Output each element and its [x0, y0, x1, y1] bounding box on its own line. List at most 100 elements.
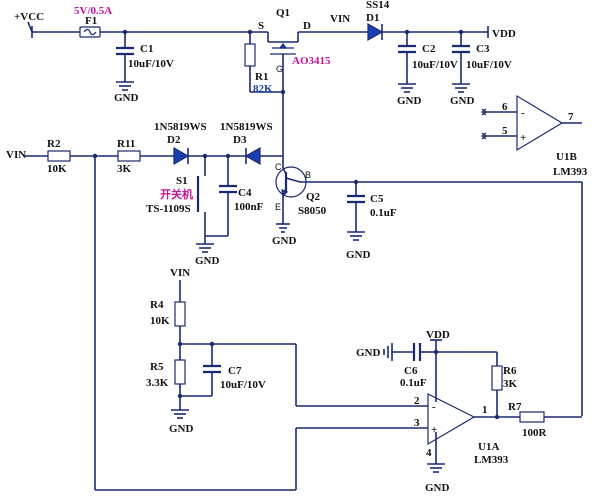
u1a-pin4: 4: [426, 447, 432, 459]
r4-ref: R4: [150, 299, 164, 311]
q1-pin-s: S: [258, 20, 264, 32]
d2-ref: D2: [167, 134, 181, 146]
c1-ref: C1: [140, 43, 153, 55]
q2-pin-c: C: [275, 162, 282, 172]
transistor-q2: [275, 166, 582, 233]
c5-ref: C5: [370, 193, 384, 205]
c7-ref: C7: [228, 365, 242, 377]
top-rail: [31, 26, 488, 38]
u1a-gnd: GND: [425, 482, 450, 494]
q1-ref: Q1: [276, 7, 290, 19]
r7-value: 100R: [522, 427, 548, 439]
q2-pin-e: E: [275, 202, 281, 212]
c5-gnd: GND: [346, 249, 371, 261]
r6-ref: R6: [503, 365, 517, 377]
d1-ref: D1: [366, 12, 379, 24]
c6-value: 0.1uF: [400, 377, 427, 389]
c2-value: 10uF/10V: [412, 59, 458, 71]
resistor-r2: [47, 150, 71, 162]
switch-s1: [196, 156, 228, 253]
q1-pin-d: D: [303, 20, 311, 32]
u1a-pin2: 2: [414, 395, 420, 407]
u1a-minus: -: [432, 401, 436, 413]
r5-value: 3.3K: [146, 377, 169, 389]
diode-d1: [367, 22, 384, 42]
vin-left-label: VIN: [6, 149, 26, 161]
diode-d2: [173, 146, 190, 166]
s1-name: 开关机: [160, 187, 193, 201]
opamp-u1b: [481, 94, 582, 152]
resistor-r1: [244, 32, 286, 95]
divider-network: [171, 280, 428, 490]
u1b-pin7: 7: [568, 111, 574, 123]
c7-value: 10uF/10V: [220, 379, 266, 391]
capacitor-c5: [347, 182, 365, 241]
c3-value: 10uF/10V: [466, 59, 512, 71]
u1a-pin3: 3: [414, 417, 420, 429]
r11-value: 3K: [117, 163, 132, 175]
r5-ref: R5: [150, 361, 164, 373]
diode-d3: [244, 146, 261, 166]
middle-wires: [24, 92, 296, 491]
r5-gnd: GND: [169, 423, 194, 435]
u1a-pin1: 1: [482, 404, 488, 416]
c2-ref: C2: [422, 43, 436, 55]
q2-pin-b: B: [305, 170, 311, 180]
s1-gnd: GND: [195, 255, 220, 267]
q2-gnd: GND: [272, 235, 297, 247]
r2-ref: R2: [47, 138, 61, 150]
vdd-right-label: VDD: [492, 28, 516, 40]
capacitor-c1: [116, 29, 134, 91]
resistor-r11: [117, 150, 141, 162]
q2-part: S8050: [298, 205, 327, 217]
u1b-plus: +: [520, 132, 526, 144]
vin-top-label: VIN: [330, 13, 350, 25]
c2-gnd: GND: [397, 95, 422, 107]
u1b-pin5: 5: [502, 125, 508, 137]
u1a-part: LM393: [474, 454, 509, 466]
q2-ref: Q2: [306, 191, 321, 203]
s1-ref: S1: [176, 175, 188, 187]
u1b-minus: -: [521, 107, 525, 119]
c3-gnd: GND: [450, 95, 475, 107]
capacitor-c2: [398, 29, 416, 93]
u1b-part: LM393: [553, 166, 588, 178]
r6-value: 3K: [503, 378, 518, 390]
d1-part: SS14: [366, 0, 390, 11]
c6-ref: C6: [404, 365, 418, 377]
u1a-plus: +: [431, 424, 437, 436]
mosfet-q1: [247, 29, 299, 92]
fuse-value: 5V/0.5A: [74, 5, 112, 17]
vdd-opamp-label: VDD: [426, 329, 450, 341]
vin-r4-label: VIN: [170, 267, 190, 279]
c4-ref: C4: [238, 187, 252, 199]
d3-part: 1N5819WS: [220, 121, 273, 133]
c1-value: 10uF/10V: [128, 58, 174, 70]
opamp-u1a: [383, 339, 582, 473]
r7-ref: R7: [508, 401, 522, 413]
u1a-ref: U1A: [478, 441, 499, 453]
q1-pin-g: G: [276, 64, 283, 74]
d3-ref: D3: [233, 134, 247, 146]
c5-value: 0.1uF: [370, 207, 397, 219]
vcc-label: +VCC: [14, 11, 44, 23]
r1-ref: R1: [255, 71, 268, 83]
r11-ref: R11: [117, 138, 135, 150]
u1b-ref: U1B: [556, 151, 577, 163]
r4-value: 10K: [150, 315, 170, 327]
u1b-pin6: 6: [502, 101, 508, 113]
c1-gnd: GND: [114, 92, 139, 104]
s1-part: TS-1109S: [146, 203, 191, 215]
capacitor-c3: [452, 29, 470, 93]
fuse-ref: F1: [85, 15, 97, 27]
r1-value: 82K: [253, 83, 273, 95]
c6-gnd: GND: [356, 347, 381, 359]
c3-ref: C3: [476, 43, 490, 55]
r2-value: 10K: [47, 163, 67, 175]
capacitor-c4: [219, 156, 237, 236]
fuse-f1: [79, 26, 101, 38]
d2-part: 1N5819WS: [154, 121, 207, 133]
q1-part: AO3415: [292, 55, 331, 67]
c4-value: 100nF: [234, 201, 264, 213]
